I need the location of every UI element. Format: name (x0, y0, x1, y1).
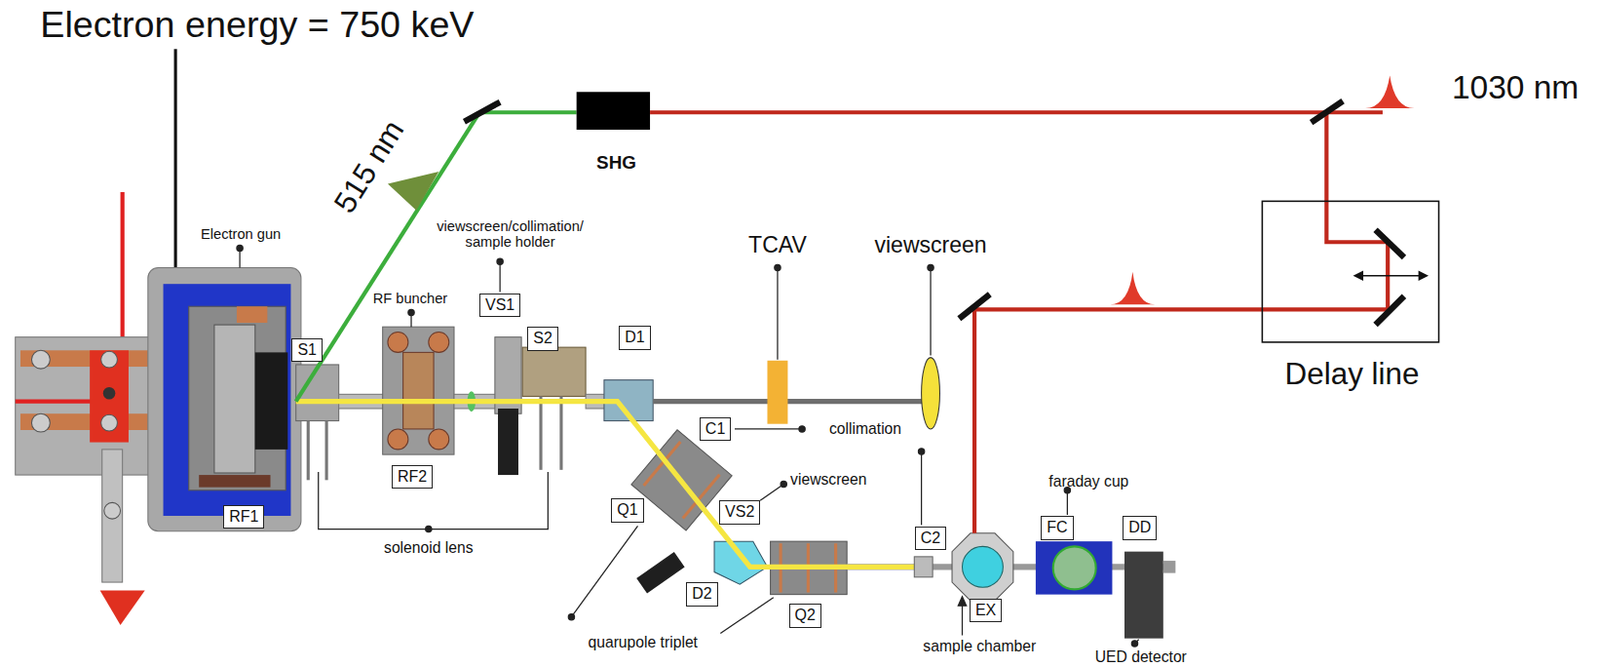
text-label: Electron energy = 750 keV (39, 4, 474, 45)
text-label: TCAV (748, 232, 807, 258)
callout-box: D2 (685, 581, 718, 606)
text-label: sample chamber (922, 637, 1036, 654)
text-label: viewscreen (874, 232, 987, 258)
callout-number: D1 (624, 328, 645, 345)
callout-box: VS2 (719, 499, 761, 524)
callout-box: D1 (618, 325, 650, 349)
callout-box: DD (1122, 515, 1157, 539)
callout-number: S1 (297, 341, 317, 358)
text-label: 1030 nm (1451, 70, 1579, 107)
callout-number: VS1 (485, 296, 515, 313)
text-label: UED detector (1095, 647, 1187, 665)
callout-box: RF1 (223, 504, 265, 529)
text-label: Delay line (1285, 357, 1420, 392)
callout-box: C2 (914, 526, 947, 550)
callout-number: C2 (920, 529, 941, 546)
callout-box: Q1 (610, 497, 644, 522)
callout-number: RF1 (228, 507, 259, 525)
callout-number: C1 (705, 419, 725, 437)
callout-number: FC (1046, 518, 1067, 535)
text-label: viewscreen (790, 470, 867, 488)
callout-number: RF2 (397, 467, 427, 485)
text-label: quarupole triplet (587, 633, 698, 650)
callout-box: VS1 (479, 293, 521, 317)
callout-number: Q1 (616, 500, 638, 518)
callout-box: S1 (291, 338, 323, 362)
callout-number: S2 (533, 329, 553, 346)
callout-number: EX (975, 601, 996, 618)
text-label: Electron gun (200, 226, 281, 242)
text-label: collimation (829, 419, 902, 437)
callout-box: EX (969, 598, 1002, 622)
callout-number: DD (1128, 518, 1151, 535)
text-label: viewscreen/collimation/ sample holder (433, 218, 587, 250)
callout-box: RF2 (391, 464, 433, 489)
callout-box: C1 (699, 417, 731, 441)
callout-number: D2 (691, 584, 712, 602)
text-label: faraday cup (1048, 472, 1129, 490)
text-label: solenoid lens (383, 538, 474, 556)
callout-box: S2 (527, 326, 559, 350)
callout-box: Q2 (789, 603, 822, 627)
callout-number: Q2 (795, 606, 816, 623)
text-label: SHG (596, 152, 637, 174)
text-label: RF buncher (373, 290, 449, 306)
callout-box: FC (1040, 515, 1073, 539)
callout-number: VS2 (724, 502, 755, 520)
text-label: 515 nm (328, 114, 412, 220)
